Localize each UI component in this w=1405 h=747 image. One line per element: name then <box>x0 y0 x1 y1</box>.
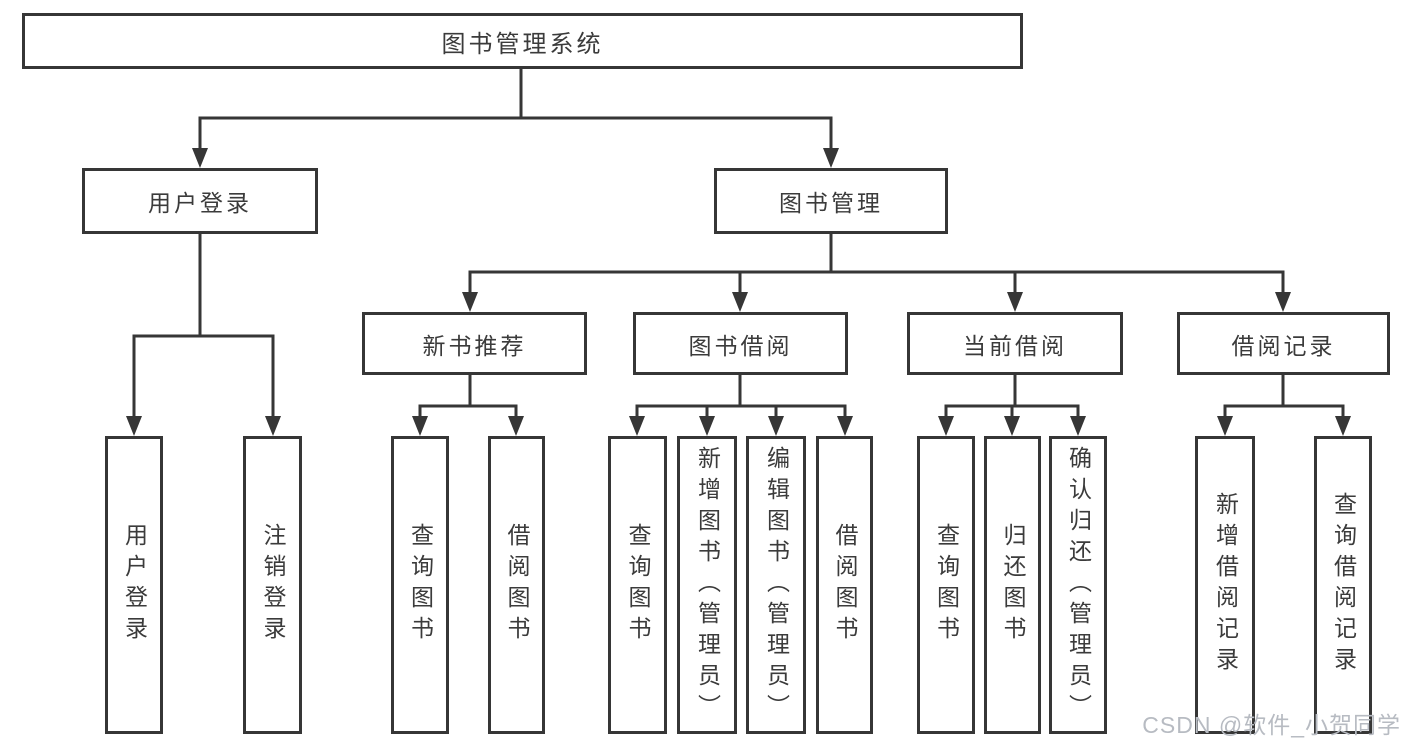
csdn-watermark: CSDN @软件_小贺同学 <box>1142 712 1401 738</box>
connector-root-to-level2 <box>198 69 833 152</box>
leaf-current-query-label: 查询图书 <box>933 523 960 647</box>
leaf-current-return: 归还图书 <box>984 436 1041 734</box>
connector-borrowrecords-to-leaves <box>1223 375 1345 420</box>
node-user-login: 用户登录 <box>82 168 318 234</box>
arrowheads-level3 <box>462 292 1291 312</box>
arrowheads-level2 <box>192 148 839 168</box>
leaf-borrow-add-label: 新增图书（管理员） <box>694 445 721 725</box>
leaf-newbooks-borrow-label: 借阅图书 <box>504 523 530 647</box>
node-current-borrow: 当前借阅 <box>907 312 1123 375</box>
leaf-newbooks-query-label: 查询图书 <box>407 523 434 647</box>
leaf-borrow-edit-label: 编辑图书（管理员） <box>763 445 790 725</box>
arrowheads-newbooks-leaves <box>412 416 524 436</box>
leaf-records-query: 查询借阅记录 <box>1314 436 1372 734</box>
node-user-login-label: 用户登录 <box>148 190 252 216</box>
node-root-label: 图书管理系统 <box>441 30 604 58</box>
arrowheads-userlogin-leaves <box>126 416 281 436</box>
leaf-newbooks-query: 查询图书 <box>391 436 449 734</box>
leaf-current-return-label: 归还图书 <box>1000 523 1026 647</box>
leaf-records-query-label: 查询借阅记录 <box>1330 492 1357 678</box>
connector-currentborrow-to-leaves <box>944 375 1080 420</box>
node-root: 图书管理系统 <box>22 13 1023 69</box>
connector-bookborrow-to-leaves <box>635 375 847 420</box>
leaf-records-add-label: 新增借阅记录 <box>1212 492 1239 678</box>
arrowheads-currentborrow-leaves <box>938 416 1086 436</box>
leaf-user-login: 用户登录 <box>105 436 163 734</box>
node-book-borrow: 图书借阅 <box>633 312 848 375</box>
node-book-mgmt: 图书管理 <box>714 168 948 234</box>
arrowheads-bookborrow-leaves <box>629 416 853 436</box>
leaf-logout-label: 注销登录 <box>260 523 286 647</box>
leaf-user-login-label: 用户登录 <box>121 523 148 647</box>
leaf-borrow-edit: 编辑图书（管理员） <box>746 436 806 734</box>
node-new-books-label: 新书推荐 <box>422 332 527 359</box>
connector-userlogin-to-leaves <box>132 234 275 419</box>
leaf-logout: 注销登录 <box>243 436 302 734</box>
node-book-mgmt-label: 图书管理 <box>779 190 883 216</box>
leaf-current-query: 查询图书 <box>917 436 975 734</box>
connector-bookmgmt-to-level3 <box>468 233 1285 296</box>
node-borrow-records-label: 借阅记录 <box>1231 332 1336 359</box>
leaf-borrow-borrow: 借阅图书 <box>816 436 873 734</box>
leaf-records-add: 新增借阅记录 <box>1195 436 1255 734</box>
node-borrow-records: 借阅记录 <box>1177 312 1390 375</box>
leaf-borrow-query-label: 查询图书 <box>625 523 651 647</box>
leaf-current-confirm-label: 确认归还（管理员） <box>1065 445 1092 725</box>
connector-newbooks-to-leaves <box>418 375 518 420</box>
node-current-borrow-label: 当前借阅 <box>963 332 1067 359</box>
leaf-borrow-query: 查询图书 <box>608 436 667 734</box>
leaf-newbooks-borrow: 借阅图书 <box>488 436 545 734</box>
leaf-borrow-borrow-label: 借阅图书 <box>832 523 858 647</box>
node-new-books: 新书推荐 <box>362 312 587 375</box>
leaf-borrow-add: 新增图书（管理员） <box>677 436 737 734</box>
node-book-borrow-label: 图书借阅 <box>688 332 793 359</box>
leaf-current-confirm: 确认归还（管理员） <box>1049 436 1107 734</box>
arrowheads-borrowrecords-leaves <box>1217 416 1351 436</box>
